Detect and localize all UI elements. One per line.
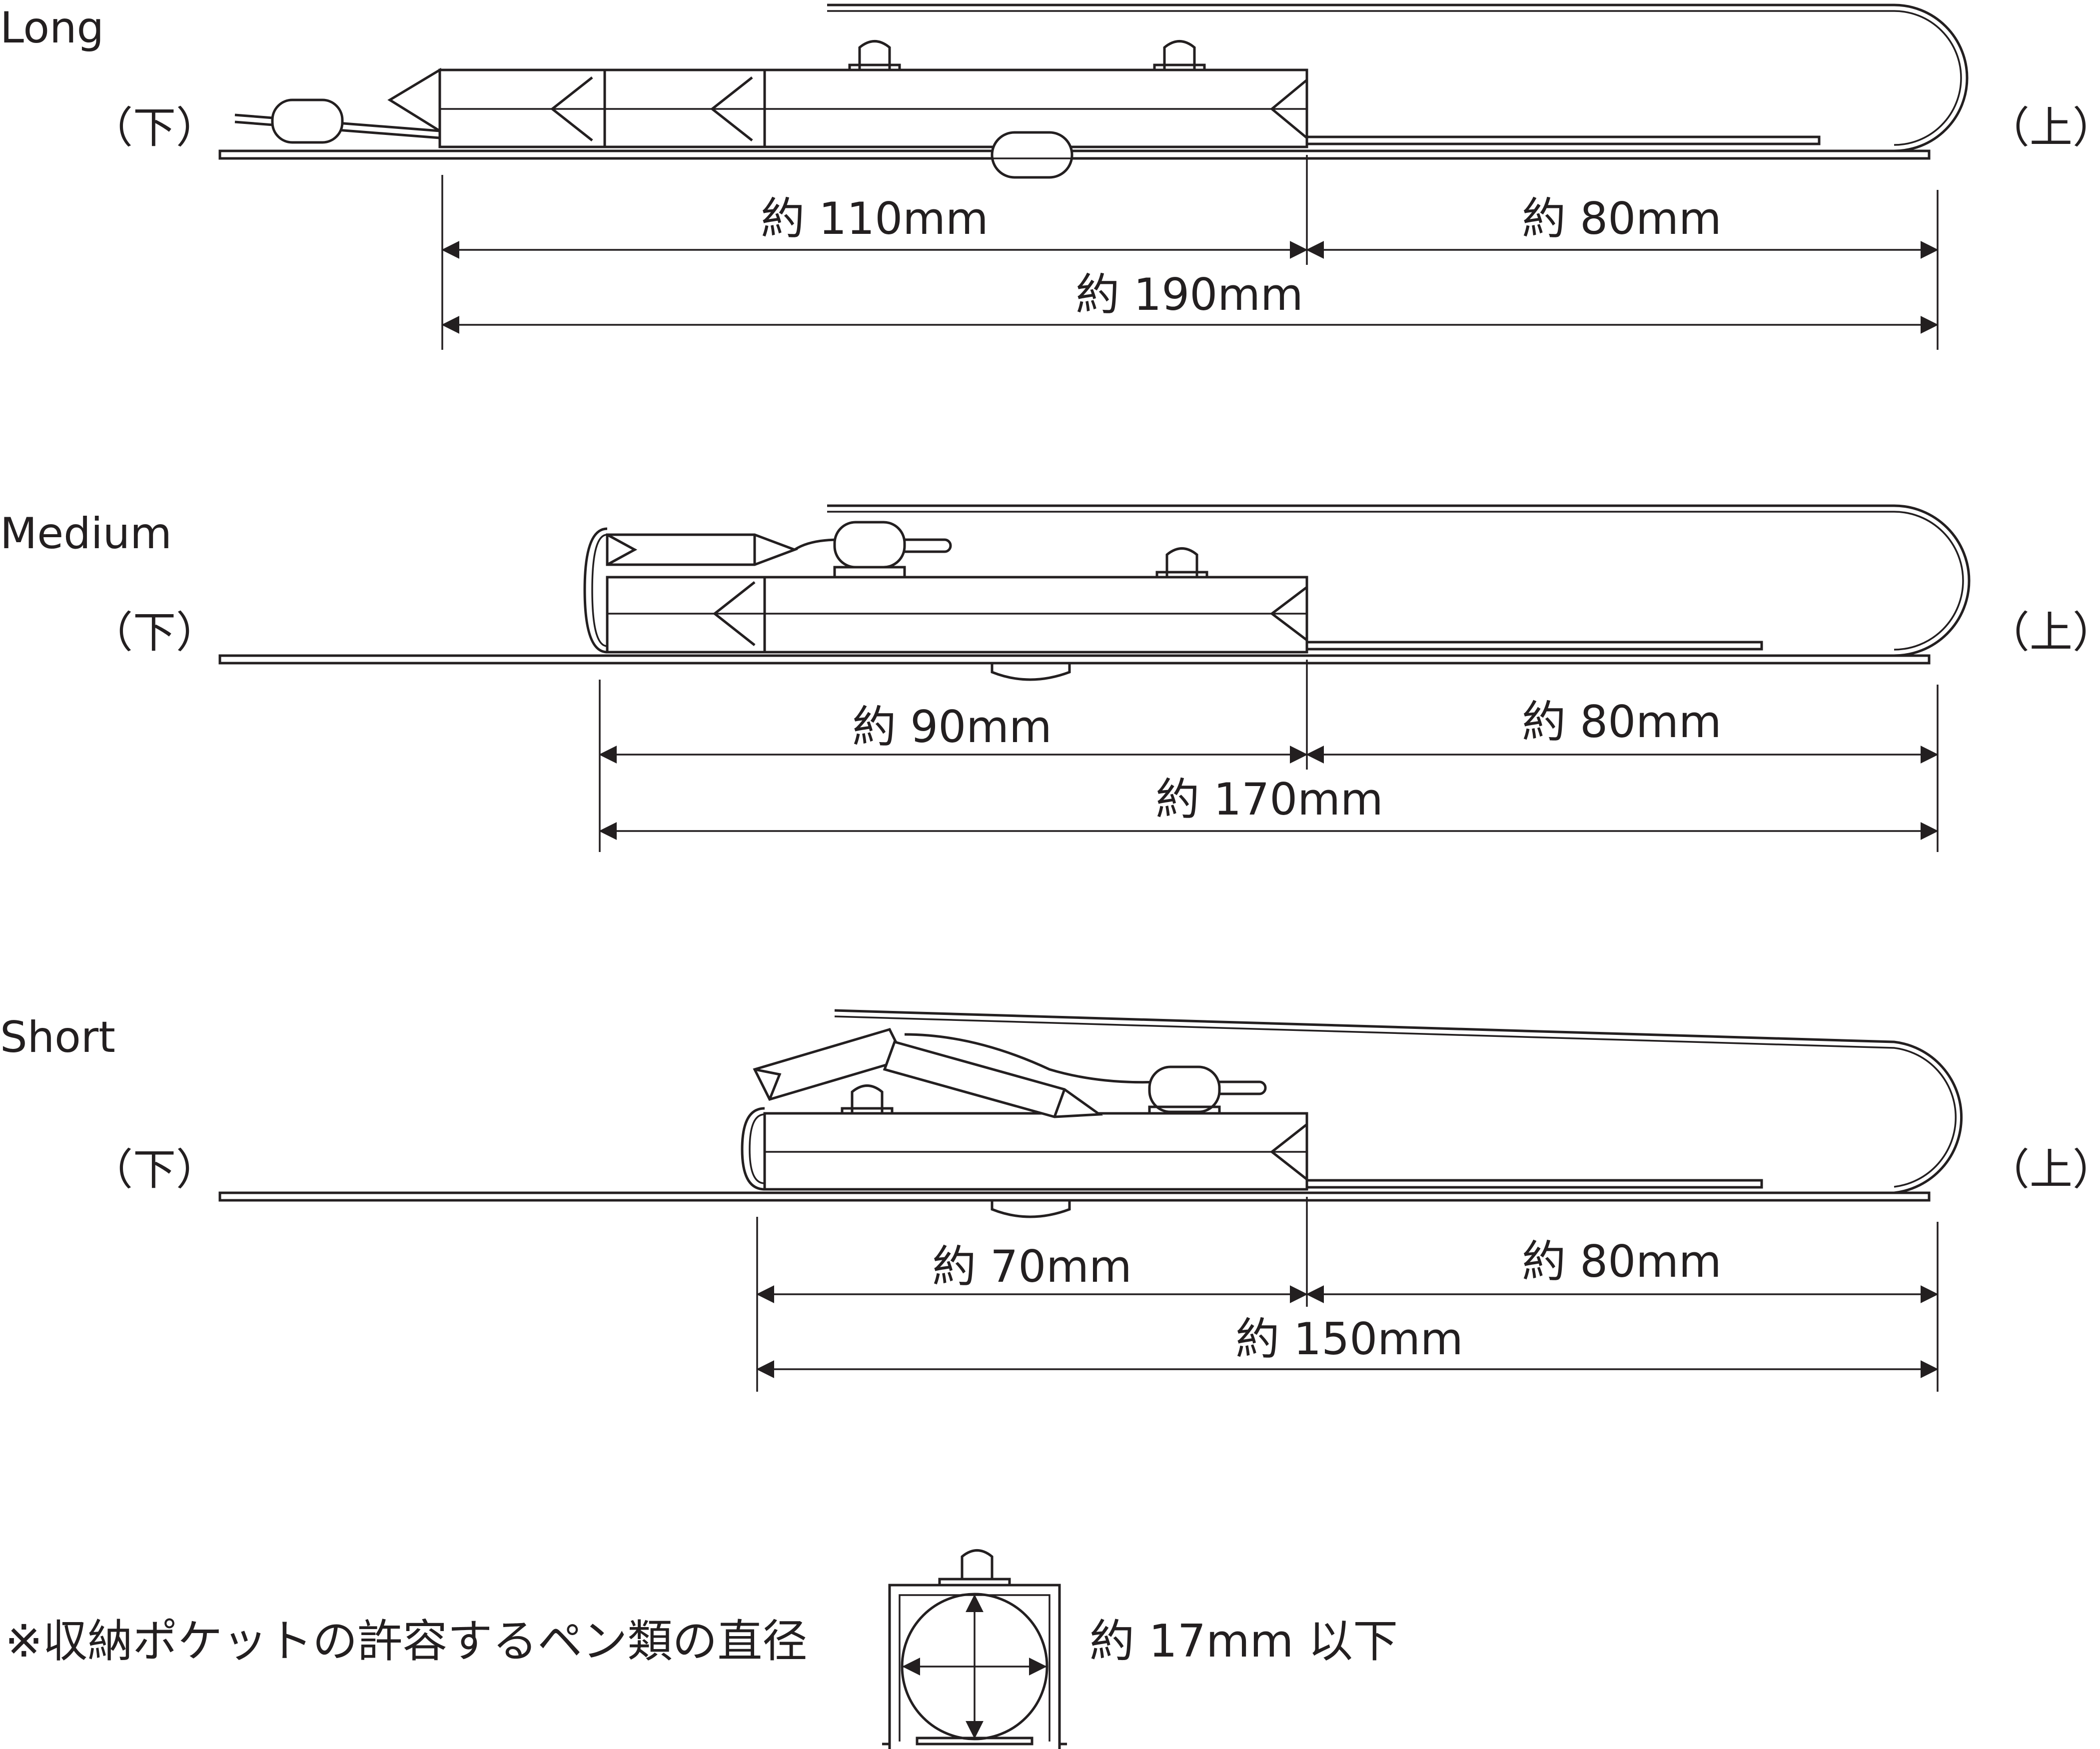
dimension-clip-length: 約 80mm xyxy=(1522,193,1721,244)
variant-label: Long xyxy=(0,3,104,53)
pen-pocket xyxy=(741,1028,1308,1191)
pen-diameter-note: ※収納ポケットの許容するペン類の直径 約 17mm 以下 xyxy=(5,1549,1398,1749)
dimension-pocket-length: 約 90mm xyxy=(852,701,1051,753)
elastic-strap xyxy=(234,98,440,144)
snap-button xyxy=(833,521,906,579)
dimension-total-length: 約 150mm xyxy=(1235,1313,1463,1365)
dimension-pocket-length: 約 110mm xyxy=(761,193,988,244)
dimension-clip-length: 約 80mm xyxy=(1522,696,1721,748)
snap-button xyxy=(1153,40,1206,71)
variant-label: Medium xyxy=(0,509,172,559)
note-text: ※収納ポケットの許容するペン類の直径 xyxy=(5,1615,807,1668)
dimension-pocket-length: 約 70mm xyxy=(932,1241,1131,1292)
dimension-lines xyxy=(441,155,1939,350)
dimension-total-length: 約 170mm xyxy=(1155,774,1383,825)
side-label-bottom: （下） xyxy=(90,103,219,153)
variant-long: Long （下） （上） xyxy=(0,3,2100,350)
snap-stud xyxy=(991,1199,1071,1218)
pocket-cross-section xyxy=(882,1549,1067,1749)
dimension-total-length: 約 190mm xyxy=(1075,269,1303,320)
dimension-lines xyxy=(599,660,1939,852)
base-plate xyxy=(218,149,1931,160)
variant-label: Short xyxy=(0,1012,115,1062)
side-label-top: （上） xyxy=(1987,1145,2100,1195)
base-plate xyxy=(218,654,1931,665)
snap-stud xyxy=(970,131,1094,179)
dimension-clip-length: 約 80mm xyxy=(1522,1236,1721,1287)
snap-button xyxy=(1148,1065,1221,1115)
side-label-bottom: （下） xyxy=(90,1145,219,1195)
note-value: 約 17mm 以下 xyxy=(1089,1615,1398,1668)
pen-pocket xyxy=(387,67,1308,148)
pen-pocket xyxy=(583,527,1308,654)
side-label-top: （上） xyxy=(1987,103,2100,153)
base-plate xyxy=(218,1191,1931,1202)
variant-short: Short （下） （上） xyxy=(0,1009,2100,1392)
snap-button xyxy=(848,40,901,71)
side-label-bottom: （下） xyxy=(90,608,219,658)
snap-button xyxy=(1155,547,1208,579)
snap-stud xyxy=(991,662,1071,681)
dimension-lines xyxy=(756,1197,1939,1392)
variant-medium: Medium （下） （上） xyxy=(0,504,2100,852)
snap-button xyxy=(841,1084,894,1115)
side-label-top: （上） xyxy=(1987,608,2100,658)
